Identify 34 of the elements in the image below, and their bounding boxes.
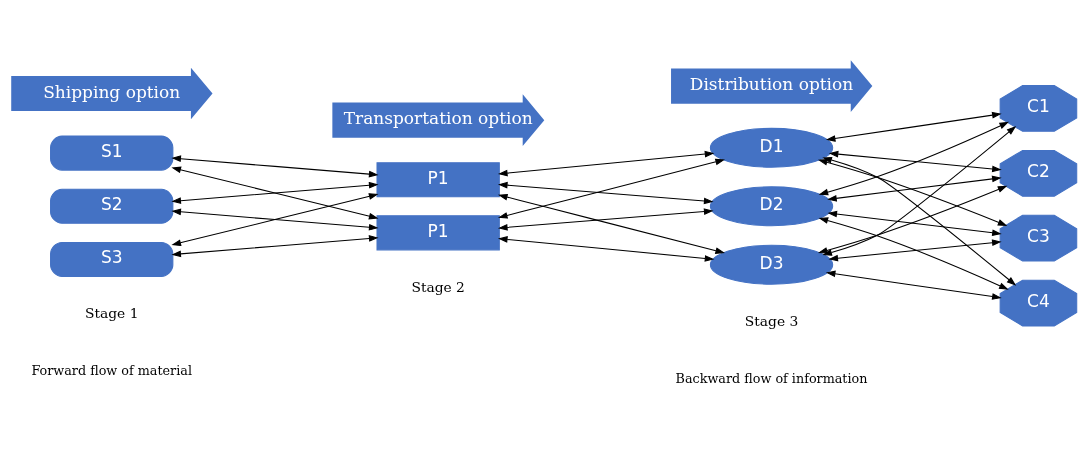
arrow [498,150,715,176]
arrow [822,125,1017,256]
arrow [498,207,714,231]
arrow [171,181,379,204]
arrow [171,166,379,219]
node-box: P1 [376,214,500,250]
arrow [171,154,379,177]
node-box: S2 [50,188,174,224]
arrow [818,121,1009,195]
arrow [817,185,1008,254]
arrow [498,181,714,204]
arrow [497,158,725,219]
arrow [825,270,1002,300]
arrow [497,193,725,254]
node-box: P1 [376,161,500,197]
arrow [822,156,1017,286]
arrow [827,175,1002,202]
label: Stage 3 [744,312,799,329]
label: Stage 2 [411,278,465,295]
legend-label: Backward flow of information [675,370,868,386]
label: Stage 1 [84,304,139,321]
node-box: S1 [50,135,174,171]
arrow [825,111,1002,142]
arrow [827,210,1002,236]
arrow [818,216,1009,290]
arrow [817,158,1008,226]
arrow [171,234,379,257]
node-box: S3 [50,241,174,277]
arrow [171,208,379,231]
arrow [828,238,1002,262]
arrow [171,192,379,246]
arrow [498,235,715,262]
arrow [828,150,1002,172]
legend-label: Forward flow of material [31,362,192,378]
